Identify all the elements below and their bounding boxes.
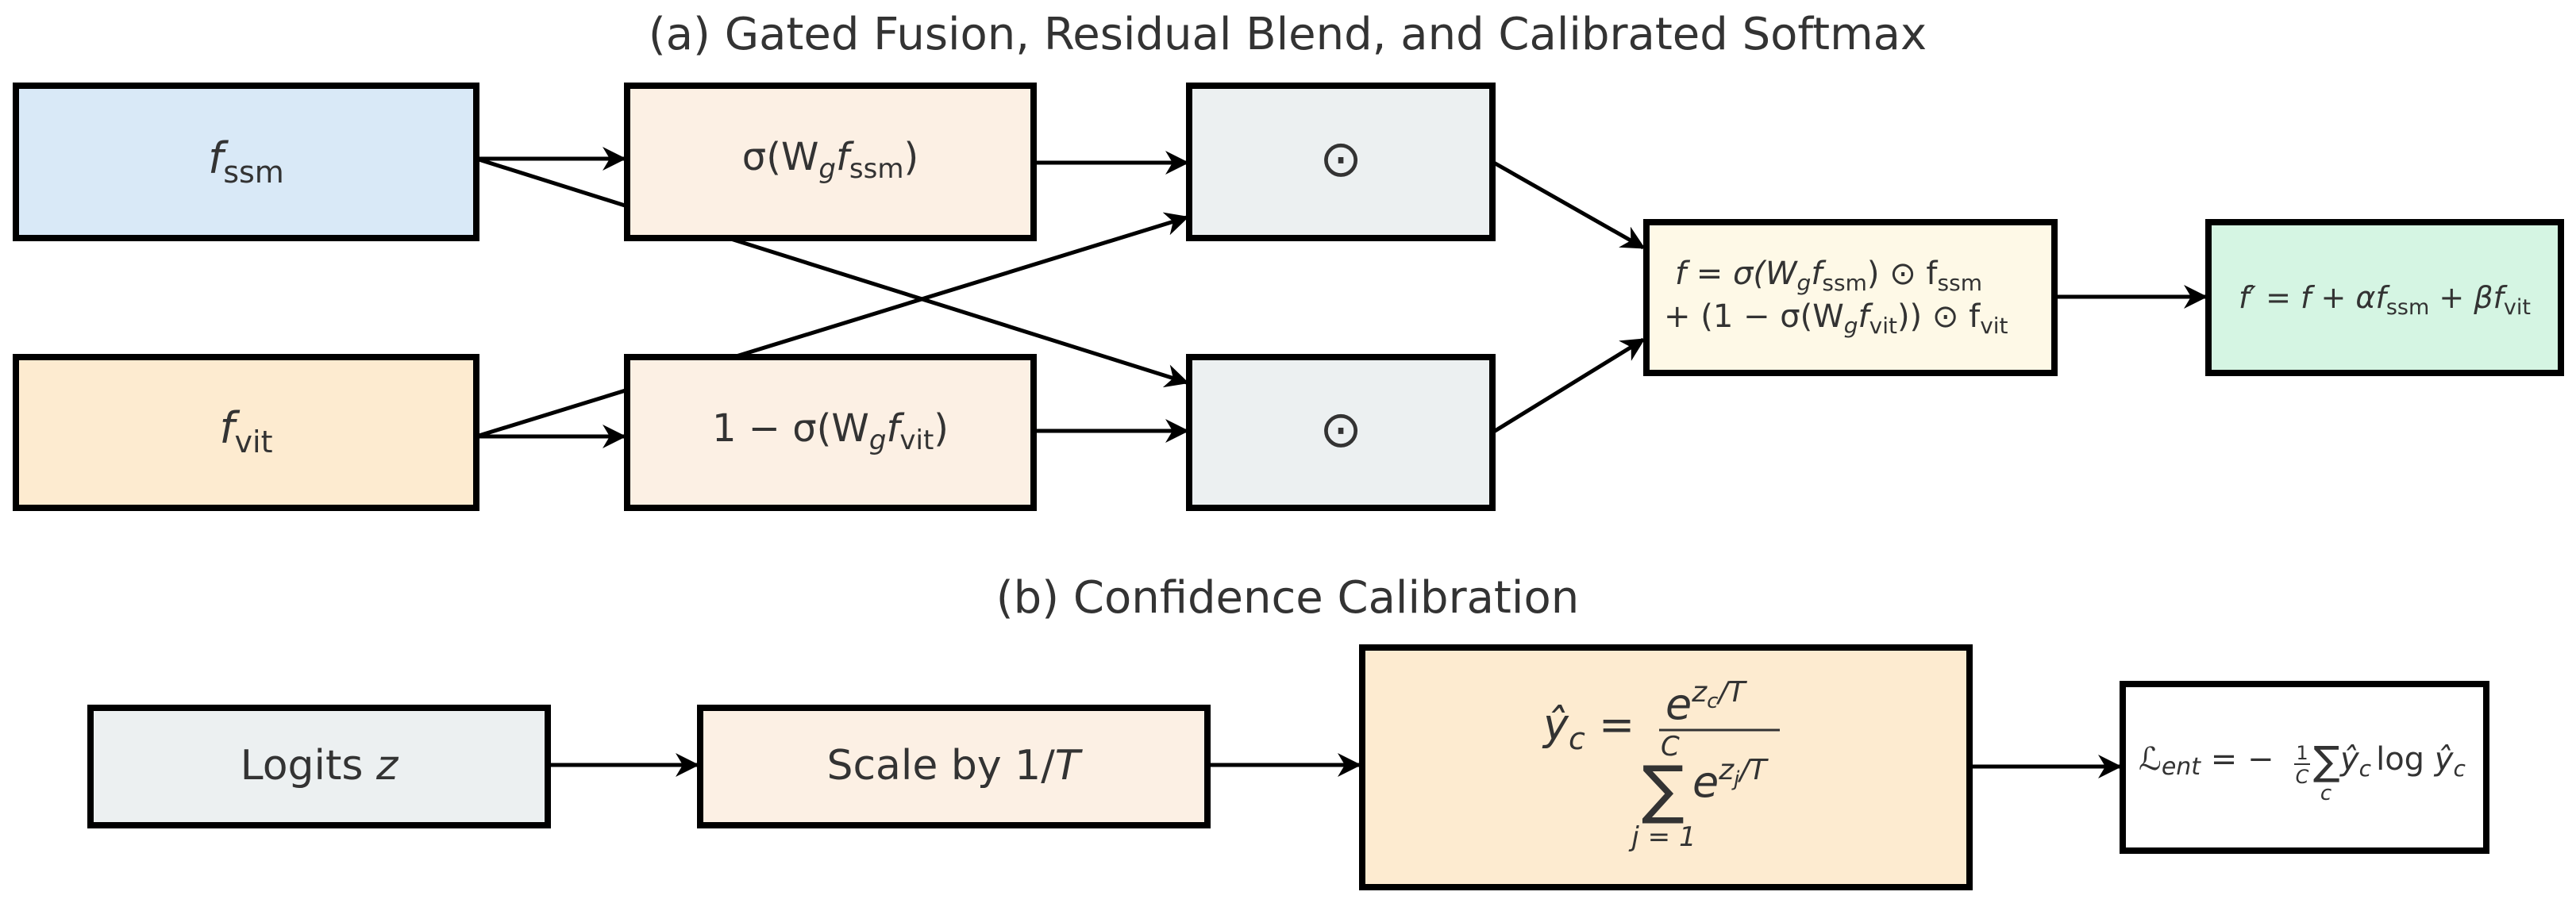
node-gate-ssm-label: σ(Wgfssm)	[742, 135, 918, 185]
edge-multbottom-fusion	[1491, 337, 1646, 435]
node-f-ssm: fssm	[13, 83, 479, 241]
node-scale: Scale by 1/T	[697, 705, 1211, 828]
node-mult-top: ⊙	[1186, 83, 1496, 241]
node-fusion-box	[1643, 219, 2058, 376]
panel-a-edges	[476, 147, 2208, 448]
node-f-ssm-label: fssm	[208, 133, 284, 190]
loss-frac-den: C	[2296, 766, 2309, 788]
node-gate-ssm-box	[624, 83, 1037, 241]
loss-sum-sub: c	[2320, 782, 2331, 805]
node-mult-bottom-label: ⊙	[1319, 401, 1362, 459]
node-residual: f′ = f + αfssm + βfvit	[2205, 219, 2564, 376]
node-f-vit-box	[13, 354, 479, 511]
node-residual-box	[2205, 219, 2564, 376]
loss-sum-symbol: ∑	[2313, 738, 2340, 784]
node-logits-box	[87, 705, 551, 828]
node-softmax: ŷc = ezc/T C ∑ ezj/T j = 1	[1359, 644, 1973, 890]
node-mult-top-label: ⊙	[1319, 130, 1362, 189]
softmax-sum-top: C	[1661, 731, 1680, 763]
edge-fvit-multtop	[476, 212, 1189, 439]
node-f-vit: fvit	[13, 354, 479, 511]
node-mult-top-box	[1186, 83, 1496, 241]
softmax-sum-symbol: ∑	[1642, 752, 1685, 826]
softmax-denominator: ezj/T	[1692, 754, 1769, 807]
node-f-ssm-box	[13, 83, 479, 241]
node-gate-vit-label: 1 − σ(Wgfvit)	[712, 406, 949, 456]
node-gate-ssm: σ(Wgfssm)	[624, 83, 1037, 241]
node-gate-vit-box	[624, 354, 1037, 511]
loss-frac-num: 1	[2296, 742, 2308, 764]
softmax-lhs: ŷc =	[1542, 700, 1635, 756]
edge-fssm-multbottom	[476, 156, 1189, 388]
softmax-sum-bottom: j = 1	[1628, 821, 1696, 853]
node-residual-label: f′ = f + αfssm + βfvit	[2239, 280, 2531, 320]
panel-b-title: (b) Confidence Calibration	[996, 572, 1579, 624]
edge-multtop-fusion	[1491, 159, 1646, 250]
panel-b-edges	[548, 753, 2122, 778]
node-loss-box	[2120, 681, 2489, 854]
node-mult-bottom: ⊙	[1186, 354, 1496, 511]
panel-a-title: (a) Gated Fusion, Residual Blend, and Ca…	[649, 9, 1927, 60]
node-fusion: f = σ(Wgfssm) ⊙ fssm + (1 − σ(Wgfvit)) ⊙…	[1643, 219, 2058, 376]
node-logits-label: Logits z	[241, 742, 399, 790]
node-softmax-box	[1359, 644, 1973, 890]
node-scale-label: Scale by 1/T	[826, 742, 1083, 790]
node-fusion-line1: f = σ(Wgfssm) ⊙ fssm	[1675, 256, 1982, 296]
node-fusion-line2: + (1 − σ(Wgfvit)) ⊙ fvit	[1664, 298, 2008, 339]
node-mult-bottom-box	[1186, 354, 1496, 511]
softmax-numerator: ezc/T	[1665, 676, 1748, 729]
loss-lhs: ℒent = −	[2139, 741, 2274, 781]
node-logits: Logits z	[87, 705, 551, 828]
node-scale-box	[697, 705, 1211, 828]
node-gate-vit: 1 − σ(Wgfvit)	[624, 354, 1037, 511]
